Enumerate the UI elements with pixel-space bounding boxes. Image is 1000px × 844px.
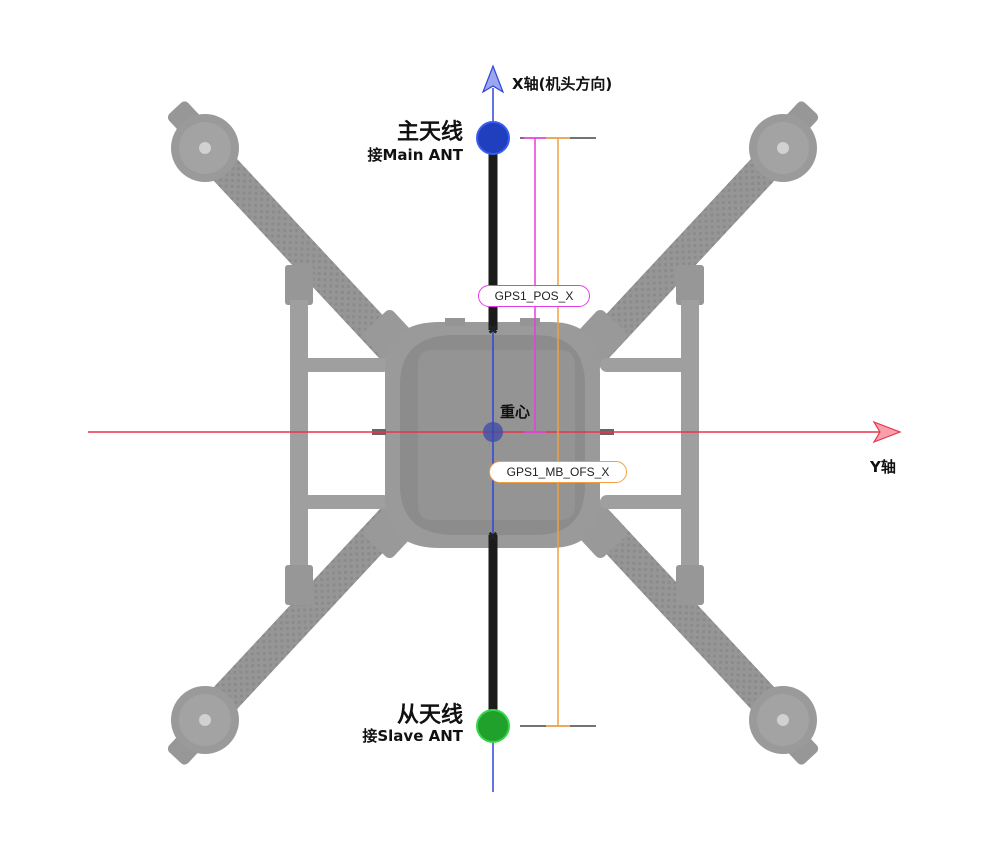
center-of-gravity-marker: [483, 422, 503, 442]
arm-front-right: [563, 123, 808, 382]
motor-front-left: [167, 101, 239, 182]
motor-rear-left: [167, 686, 239, 765]
pos-x-label: GPS1_POS_X: [478, 285, 590, 307]
main-antenna-title: 主天线: [396, 120, 463, 145]
x-axis-label: X轴(机头方向): [512, 75, 613, 93]
motor-rear-right: [749, 686, 819, 765]
motor-front-right: [749, 101, 819, 182]
svg-text:✖: ✖: [488, 323, 499, 338]
main-antenna-subtitle: 接Main ANT: [367, 146, 464, 164]
x-axis-arrow-icon: [481, 64, 505, 94]
landing-gear-right: [600, 265, 704, 605]
mb-ofs-x-label: GPS1_MB_OFS_X: [489, 461, 627, 483]
arm-rear-left: [180, 486, 425, 745]
slave-antenna-subtitle: 接Slave ANT: [362, 727, 463, 745]
drone-frame: [167, 101, 819, 765]
slave-antenna-title: 从天线: [396, 703, 463, 728]
arm-front-left: [180, 123, 425, 382]
y-axis-label: Y轴: [870, 458, 896, 476]
svg-text:✖: ✖: [488, 530, 499, 545]
main-antenna-marker: [476, 121, 510, 155]
mb-ofs-x-dimension: [520, 137, 596, 727]
arm-rear-right: [563, 486, 808, 745]
slave-antenna-marker: [476, 709, 510, 743]
center-of-gravity-label: 重心: [500, 403, 531, 421]
y-axis-arrow-icon: [872, 420, 902, 444]
landing-gear-left: [285, 265, 390, 605]
